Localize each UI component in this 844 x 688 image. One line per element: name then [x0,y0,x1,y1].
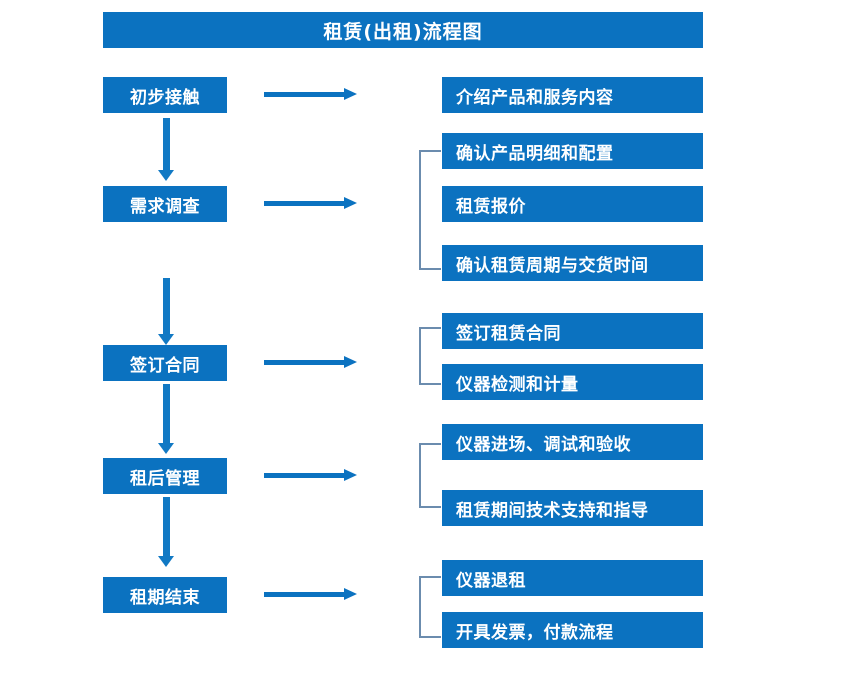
arrow-head [158,443,174,454]
arrow-head [344,197,357,209]
arrow-head [344,469,357,481]
group-bracket-4 [419,443,441,508]
detail-box-5-1[interactable]: 仪器退租 [442,560,703,596]
down-arrow-icon-3 [156,384,176,454]
arrow-shaft [163,278,170,334]
detail-box-2-3[interactable]: 确认租赁周期与交货时间 [442,245,703,281]
stage-box-2[interactable]: 需求调查 [103,186,227,222]
detail-box-4-2[interactable]: 租赁期间技术支持和指导 [442,490,703,526]
arrow-head [344,88,357,100]
stage-box-3[interactable]: 签订合同 [103,345,227,381]
detail-box-2-1[interactable]: 确认产品明细和配置 [442,133,703,169]
right-arrow-icon-3 [264,354,359,372]
arrow-head [344,356,357,368]
detail-box-3-2[interactable]: 仪器检测和计量 [442,364,703,400]
right-arrow-icon-4 [264,467,359,485]
down-arrow-icon-1 [156,118,176,181]
arrow-head [158,334,174,345]
arrow-shaft [264,592,346,597]
arrow-shaft [264,360,346,365]
stage-box-5[interactable]: 租期结束 [103,577,227,613]
group-bracket-3 [419,327,441,385]
arrow-shaft [264,473,346,478]
group-bracket-2 [419,150,441,270]
stage-box-1[interactable]: 初步接触 [103,77,227,113]
arrow-shaft [163,384,170,443]
detail-box-3-1[interactable]: 签订租赁合同 [442,313,703,349]
detail-box-2-2[interactable]: 租赁报价 [442,186,703,222]
arrow-shaft [264,92,346,97]
down-arrow-icon-2 [156,278,176,345]
detail-box-1-1[interactable]: 介绍产品和服务内容 [442,77,703,113]
stage-box-4[interactable]: 租后管理 [103,458,227,494]
arrow-shaft [163,497,170,556]
right-arrow-icon-2 [264,195,359,213]
arrow-shaft [264,201,346,206]
down-arrow-icon-4 [156,497,176,567]
right-arrow-icon-1 [264,86,359,104]
detail-box-5-2[interactable]: 开具发票，付款流程 [442,612,703,648]
right-arrow-icon-5 [264,586,359,604]
arrow-shaft [163,118,170,170]
arrow-head [158,170,174,181]
detail-box-4-1[interactable]: 仪器进场、调试和验收 [442,424,703,460]
arrow-head [158,556,174,567]
group-bracket-5 [419,576,441,638]
page-title: 租赁(出租)流程图 [103,12,703,48]
arrow-head [344,588,357,600]
